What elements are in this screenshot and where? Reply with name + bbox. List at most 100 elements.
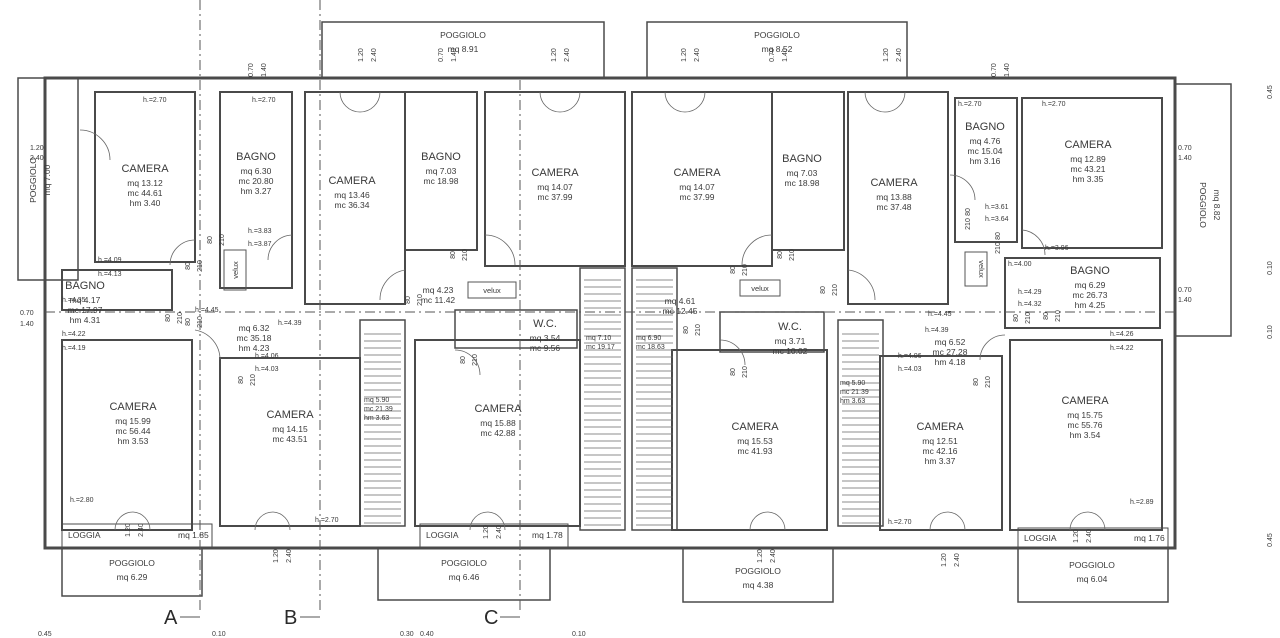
door-size: 2.40 bbox=[954, 553, 961, 567]
height-marker: h.=3.61 bbox=[985, 204, 1009, 211]
room-measure: mq 6.29 bbox=[1075, 280, 1106, 290]
room-measure: hm 4.31 bbox=[70, 315, 101, 325]
height-marker: h.=4.29 bbox=[1018, 289, 1042, 296]
room-measure: hm 4.25 bbox=[1075, 300, 1106, 310]
room-measure: mc 18.98 bbox=[424, 176, 459, 186]
room-measure: hm 3.37 bbox=[925, 456, 956, 466]
door-size: 210 bbox=[250, 374, 257, 386]
room-name: BAGNO bbox=[782, 153, 822, 165]
room-name: BAGNO bbox=[65, 280, 105, 292]
velux-label: velux bbox=[977, 260, 986, 278]
door-size: 80 bbox=[730, 368, 737, 376]
door-size: 1.20 bbox=[30, 145, 44, 152]
balcony-area: mq 8.82 bbox=[1212, 190, 1222, 221]
height-marker: h.=2.89 bbox=[1130, 499, 1154, 506]
balcony-labels: POGGIOLO mq 8.91 POGGIOLO mq 8.52 POGGIO… bbox=[28, 30, 1222, 590]
margin-value: 0.10 bbox=[212, 631, 226, 638]
door-size: 0.70 bbox=[438, 48, 445, 62]
margin-value: 0.45 bbox=[1267, 85, 1274, 99]
height-marker: h.=2.70 bbox=[315, 517, 339, 524]
door-size: 1.20 bbox=[483, 525, 490, 539]
room-measure: mc 35.18 bbox=[237, 333, 272, 343]
height-marker: h.=4.45 bbox=[928, 311, 952, 318]
door-size: 210 bbox=[695, 324, 702, 336]
door-size: 0.70 bbox=[1178, 145, 1192, 152]
room-measure: mq 15.88 bbox=[480, 418, 516, 428]
height-marker: h.=4.35 bbox=[62, 297, 86, 304]
room-measure: mc 42.16 bbox=[923, 446, 958, 456]
room-name: BAGNO bbox=[421, 151, 461, 163]
balcony-name: POGGIOLO bbox=[441, 558, 487, 568]
room-measure: mq 4.23 bbox=[423, 285, 454, 295]
room-name: CAMERA bbox=[121, 163, 169, 175]
door-size: 210 bbox=[1025, 312, 1032, 324]
room-measure: mq 13.12 bbox=[127, 178, 163, 188]
room-measure: mq 14.07 bbox=[679, 182, 715, 192]
room-measure: mc 43.21 bbox=[1071, 164, 1106, 174]
door-size: 2.40 bbox=[770, 549, 777, 563]
door-size: 210 bbox=[995, 242, 1002, 254]
balcony-name: POGGIOLO bbox=[28, 157, 38, 203]
stair-measure: mc 18.63 bbox=[636, 344, 665, 351]
room-measure: mc 10.02 bbox=[773, 346, 808, 356]
door-size: 2.40 bbox=[30, 155, 44, 162]
margin-value: 0.40 bbox=[420, 631, 434, 638]
door-size: 0.70 bbox=[20, 310, 34, 317]
balcony-name: POGGIOLO bbox=[735, 566, 781, 576]
door-size: 80 bbox=[683, 326, 690, 334]
room-measure: mc 44.61 bbox=[128, 188, 163, 198]
door-size: 210 bbox=[417, 294, 424, 306]
room-measure: mc 37.99 bbox=[680, 192, 715, 202]
door-size: 80 bbox=[207, 236, 214, 244]
section-a-label: A bbox=[164, 607, 178, 629]
door-size: 80 bbox=[460, 356, 467, 364]
height-marker: h.=4.22 bbox=[1110, 345, 1134, 352]
room-measure: hm 3.16 bbox=[970, 156, 1001, 166]
room-name: CAMERA bbox=[731, 421, 779, 433]
balcony-name: POGGIOLO bbox=[754, 30, 800, 40]
velux-label: velux bbox=[483, 286, 501, 295]
room-measure: mq 12.89 bbox=[1070, 154, 1106, 164]
room-name: CAMERA bbox=[531, 167, 579, 179]
section-markers: A B C bbox=[164, 607, 520, 629]
door-size: 2.40 bbox=[496, 525, 503, 539]
margin-value: 0.45 bbox=[1267, 533, 1274, 547]
margin-value: 0.10 bbox=[572, 631, 586, 638]
door-size: 80 bbox=[1043, 312, 1050, 320]
door-size: 2.40 bbox=[896, 48, 903, 62]
door-size: 1.40 bbox=[1178, 155, 1192, 162]
loggia-area: mq 1.85 bbox=[178, 530, 209, 540]
height-marker: h.=2.70 bbox=[958, 101, 982, 108]
room-measure: mc 27.28 bbox=[933, 347, 968, 357]
balcony-area: mq 8.91 bbox=[448, 44, 479, 54]
margin-value: 0.45 bbox=[38, 631, 52, 638]
height-marker: h.=4.32 bbox=[1018, 301, 1042, 308]
door-size: 210 bbox=[177, 312, 184, 324]
loggia-name: LOGGIA bbox=[426, 530, 459, 540]
door-size: 80 bbox=[405, 296, 412, 304]
stair-measure: mq 6.90 bbox=[636, 335, 661, 342]
balcony-name: POGGIOLO bbox=[440, 30, 486, 40]
section-lines bbox=[45, 0, 1175, 610]
door-swings bbox=[79, 91, 1106, 531]
height-marker: h.=4.39 bbox=[925, 327, 949, 334]
room-name: CAMERA bbox=[1061, 395, 1109, 407]
room-measure: mq 4.17 bbox=[70, 295, 101, 305]
stair-measure: mq 5.90 bbox=[364, 397, 389, 404]
door-size: 210 bbox=[742, 366, 749, 378]
room-measure: mc 36.34 bbox=[335, 200, 370, 210]
room-measure: mq 13.46 bbox=[334, 190, 370, 200]
room-measure: mc 26.73 bbox=[1073, 290, 1108, 300]
balcony-area: mq 4.38 bbox=[743, 580, 774, 590]
door-size: 80 bbox=[965, 208, 972, 216]
door-size: 2.40 bbox=[138, 523, 145, 537]
room-name: CAMERA bbox=[474, 403, 522, 415]
door-size: 80 bbox=[777, 251, 784, 259]
room-measure: mc 41.93 bbox=[738, 446, 773, 456]
height-marker: h.=4.22 bbox=[62, 331, 86, 338]
balcony-area: mq 6.29 bbox=[117, 572, 148, 582]
door-size: 80 bbox=[1013, 314, 1020, 322]
